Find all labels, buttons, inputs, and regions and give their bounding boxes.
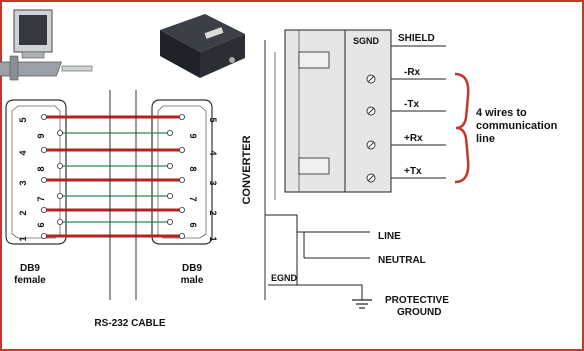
male-pin-hole-7 — [166, 192, 173, 199]
tx-plus-label: +Tx — [404, 166, 422, 177]
female-pin-hole-8 — [57, 162, 64, 169]
db9-female-shell — [5, 99, 67, 245]
male-pin-label: 9 — [188, 133, 198, 138]
shield-label: SHIELD — [398, 33, 435, 44]
female-pin-hole-6 — [57, 218, 64, 225]
female-pin-label: 6 — [36, 222, 46, 227]
male-pin-label: 1 — [208, 236, 218, 241]
female-pin-hole-7 — [57, 192, 64, 199]
terminal-screw-icon — [366, 106, 376, 116]
brace-icon — [454, 72, 470, 184]
female-pin-hole-5 — [41, 114, 48, 121]
terminal-screw-icon — [366, 74, 376, 84]
female-pin-label: 7 — [36, 196, 46, 201]
male-pin-hole-4 — [178, 146, 185, 153]
female-pin-hole-2 — [41, 206, 48, 213]
line-label: LINE — [378, 231, 401, 242]
protective-ground-line2: GROUND — [397, 307, 441, 318]
terminal-screw-icon — [366, 173, 376, 183]
computer-icon — [0, 9, 93, 81]
rs232-wires — [41, 114, 185, 239]
male-pin-hole-5 — [178, 114, 185, 121]
db9-male-inner — [157, 105, 207, 239]
male-pin-hole-1 — [178, 232, 185, 239]
db9-female-label-line1: DB9 — [20, 263, 40, 274]
pin-labels: 5 5 9 9 4 4 8 8 3 3 7 7 2 2 6 6 1 1 — [18, 117, 218, 241]
female-pin-label: 9 — [36, 133, 46, 138]
female-pin-label: 2 — [18, 210, 28, 215]
female-pin-label: 8 — [36, 166, 46, 171]
terminal-screw-icon — [366, 140, 376, 150]
rx-plus-label: +Rx — [404, 133, 423, 144]
converter-device-icon — [160, 14, 245, 78]
protective-ground-line1: PROTECTIVE — [385, 295, 449, 306]
rx-minus-label: -Rx — [404, 67, 421, 78]
female-pin-label: 5 — [18, 117, 28, 122]
female-pin-label: 1 — [18, 236, 28, 241]
female-pin-hole-4 — [41, 146, 48, 153]
male-pin-label: 7 — [188, 196, 198, 201]
female-pin-label: 4 — [18, 150, 28, 155]
db9-male-label-line2: male — [181, 275, 204, 286]
egnd-label: EGND — [271, 273, 298, 283]
wires-note-line1: 4 wires to — [476, 107, 527, 119]
power-wiring — [265, 214, 370, 300]
female-pin-label: 3 — [18, 180, 28, 185]
wires-note-line3: line — [476, 133, 495, 145]
ground-icon — [352, 299, 372, 309]
male-pin-hole-8 — [166, 162, 173, 169]
db9-male-shell — [151, 99, 213, 245]
male-pin-label: 6 — [188, 222, 198, 227]
terminal-screws — [366, 74, 376, 183]
male-pin-label: 2 — [208, 210, 218, 215]
db9-female-label-line2: female — [14, 275, 46, 286]
tx-minus-label: -Tx — [404, 99, 419, 110]
male-pin-label: 5 — [208, 117, 218, 122]
male-pin-hole-3 — [178, 176, 185, 183]
db9-male-label-line1: DB9 — [182, 263, 202, 274]
db9-female-inner — [11, 105, 61, 239]
male-pin-label: 8 — [188, 166, 198, 171]
female-pin-hole-1 — [41, 232, 48, 239]
female-pin-hole-3 — [41, 176, 48, 183]
male-pin-label: 4 — [208, 150, 218, 155]
male-pin-hole-9 — [166, 129, 173, 136]
male-pin-label: 3 — [208, 180, 218, 185]
female-pin-hole-9 — [57, 129, 64, 136]
male-pin-hole-6 — [166, 218, 173, 225]
converter-label: CONVERTER — [241, 135, 253, 204]
neutral-label: NEUTRAL — [378, 255, 426, 266]
male-pin-hole-2 — [178, 206, 185, 213]
wires-note-line2: communication — [476, 120, 558, 132]
sgnd-label: SGND — [353, 36, 380, 46]
cable-label: RS-232 CABLE — [94, 318, 165, 329]
